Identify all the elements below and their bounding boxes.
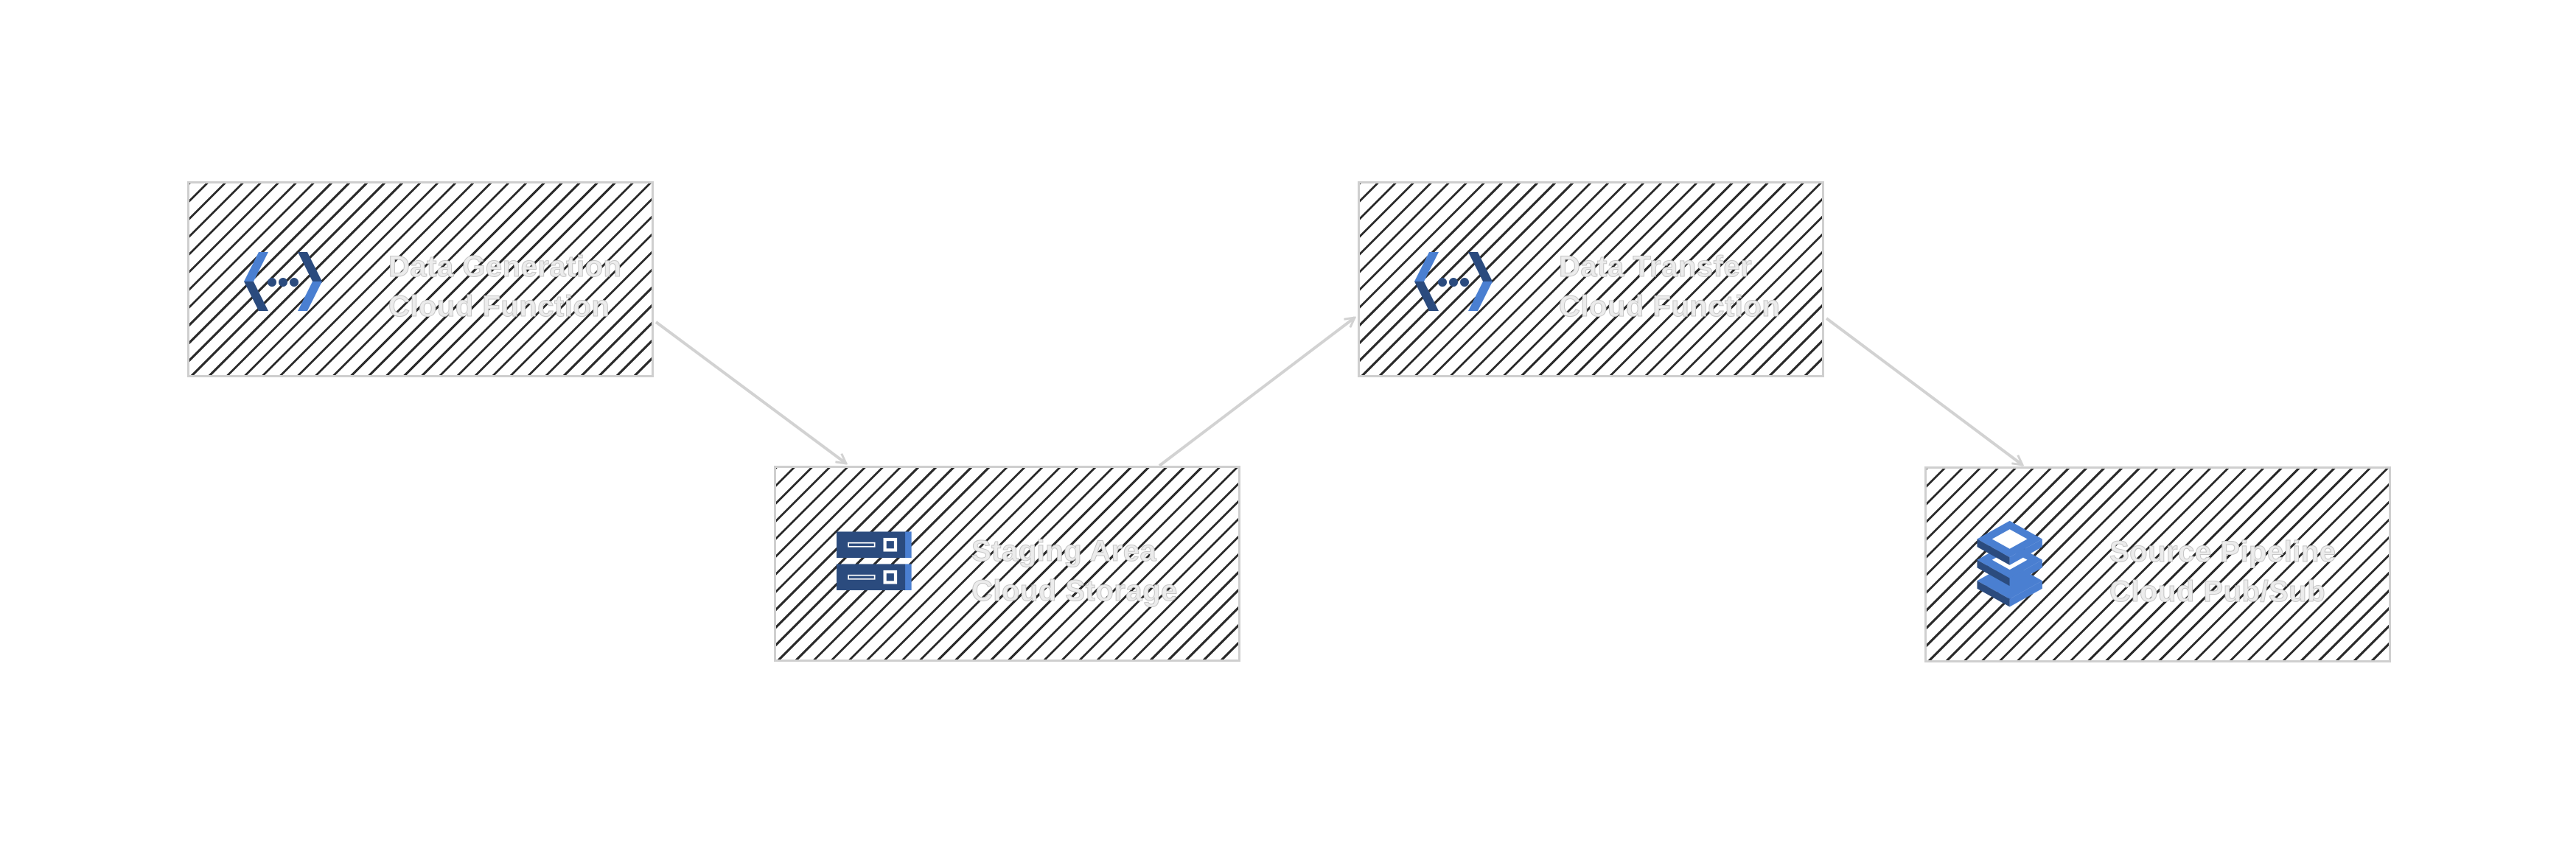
edge-storage-to-transfer [1158,318,1355,467]
edge-transfer-to-pubsub [1825,317,2022,465]
node-type: Cloud Function [1558,290,1781,323]
cloud-storage-icon [837,531,912,590]
cloud-functions-icon [1414,252,1493,311]
node-name: Source Pipeline [2109,536,2336,569]
node-label: Source Pipeline Cloud Pub/Sub [2109,532,2336,612]
node-label: Data Generation Cloud Function [388,247,621,326]
node-type: Cloud Pub/Sub [2109,576,2326,609]
edge-generation-to-storage [655,321,846,464]
node-label: Staging Area Cloud Storage [971,531,1178,611]
node-type: Cloud Storage [971,575,1178,608]
node-type: Cloud Function [388,290,610,323]
node-name: Data Transfer [1558,251,1753,284]
node-data-generation[interactable]: Data Generation Cloud Function [187,181,654,377]
cloud-functions-icon [244,252,322,311]
node-staging-area[interactable]: Staging Area Cloud Storage [774,466,1240,662]
cloud-pubsub-icon [1977,520,2042,607]
node-source-pipeline[interactable]: Source Pipeline Cloud Pub/Sub [1924,466,2391,662]
node-label: Data Transfer Cloud Function [1558,247,1781,326]
node-name: Data Generation [388,251,622,284]
node-data-transfer[interactable]: Data Transfer Cloud Function [1358,181,1824,377]
node-name: Staging Area [971,535,1157,568]
